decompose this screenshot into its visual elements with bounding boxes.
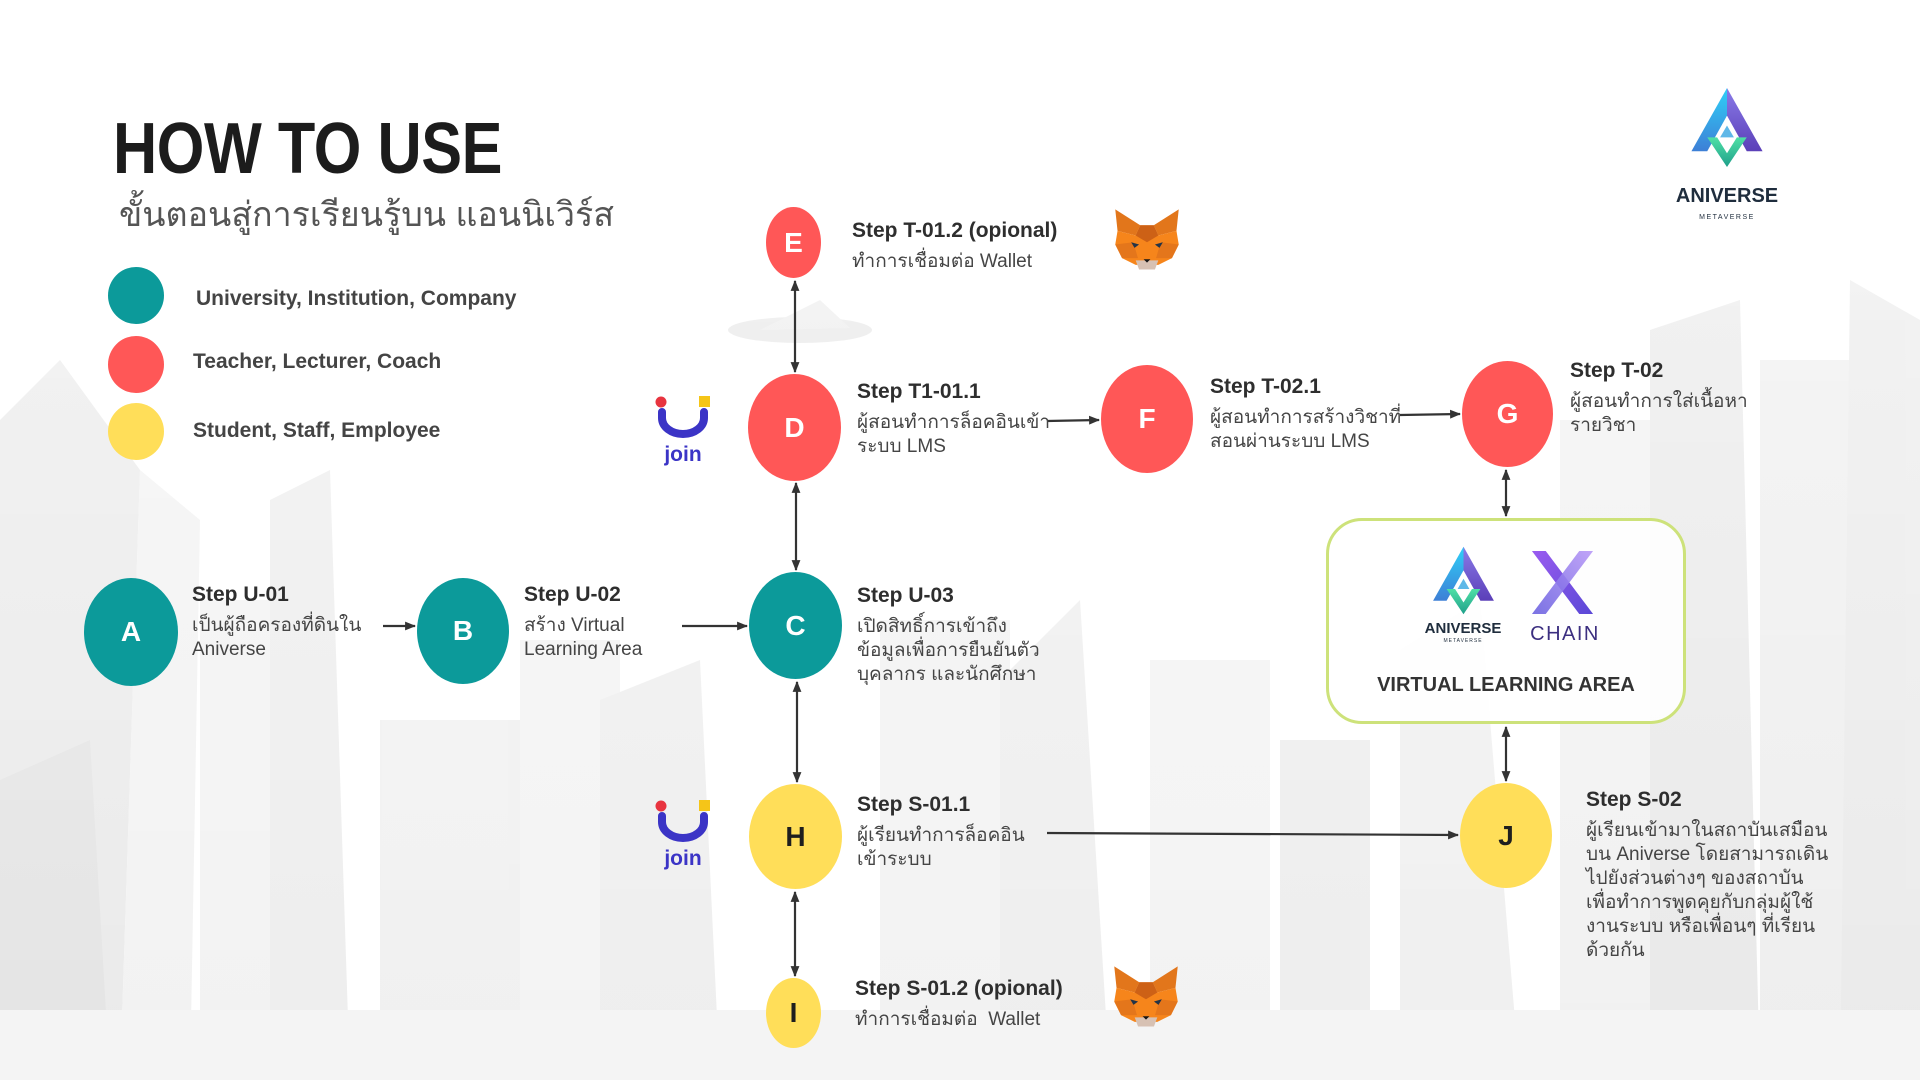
legend-dot-student <box>108 403 164 460</box>
step-description: สร้าง Virtual Learning Area <box>524 614 642 662</box>
metamask-fox-icon <box>1114 966 1178 1027</box>
step-title: Step S-01.2 (opional) <box>855 977 1063 1000</box>
step-description-line: ผู้เรียนทำการล็อคอิน <box>857 825 1025 846</box>
node-b: B <box>417 578 509 684</box>
step-description-line: ผู้สอนทำการใส่เนื้อหา <box>1570 391 1748 412</box>
step-description-line: Learning Area <box>524 639 643 660</box>
join-logo-text: join <box>663 443 701 466</box>
step-t021-label: Step T-02.1 ผู้สอนทำการสร้างวิชาที่ สอนผ… <box>1210 374 1401 454</box>
node-c: C <box>749 572 842 679</box>
step-title: Step U-02 <box>524 583 621 606</box>
step-description-line: ไปยังส่วนต่างๆ ของสถาบัน <box>1586 868 1804 889</box>
step-description-line: ผู้สอนทำการสร้างวิชาที่ <box>1210 407 1402 428</box>
virtual-learning-area-box: ANIVERSE METAVERSE CHAIN VIRTUAL LEARNIN… <box>1326 518 1686 724</box>
step-title: Step T1-01.1 <box>857 380 981 403</box>
node-i: I <box>766 978 821 1048</box>
step-description-line: สอนผ่านระบบ LMS <box>1210 431 1370 452</box>
step-description-line: ผู้สอนทำการล็อคอินเข้า <box>857 412 1051 433</box>
node-h: H <box>749 784 842 889</box>
step-u03-label: Step U-03 เปิดสิทธิ์การเข้าถึง ข้อมูลเพื… <box>857 583 1040 687</box>
step-title: Step U-01 <box>192 583 289 606</box>
step-description-line: ระบบ LMS <box>857 436 946 457</box>
legend-dot-teacher <box>108 336 164 393</box>
node-g: G <box>1462 361 1553 467</box>
step-description-line: เข้าระบบ <box>857 849 932 870</box>
step-description-line: Aniverse <box>192 639 266 660</box>
node-a: A <box>84 578 178 686</box>
step-description: ผู้เรียนทำการล็อคอิน เข้าระบบ <box>857 824 1025 872</box>
step-description: ผู้เรียนเข้ามาในสถาบันเสมือน บน Aniverse… <box>1586 819 1828 963</box>
brand-tagline: METAVERSE <box>1699 214 1755 221</box>
step-u01-label: Step U-01 เป็นผู้ถือครองที่ดินใน Anivers… <box>192 582 361 662</box>
step-description-line: ทำการเชื่อมต่อ Wallet <box>855 1009 1041 1030</box>
step-description-line: บุคลากร และนักศึกษา <box>857 664 1037 685</box>
step-t0102-label: Step T-01.2 (opional) ทำการเชื่อมต่อ Wal… <box>852 218 1057 274</box>
step-description: ผู้สอนทำการใส่เนื้อหา รายวิชา <box>1570 390 1748 438</box>
step-s0102-label: Step S-01.2 (opional) ทำการเชื่อมต่อ Wal… <box>855 976 1063 1032</box>
step-description-line: บน Aniverse โดยสามารถเดิน <box>1586 844 1829 865</box>
step-description: เป็นผู้ถือครองที่ดินใน Aniverse <box>192 614 361 662</box>
legend-label-university: University, Institution, Company <box>196 287 517 310</box>
step-t02-label: Step T-02 ผู้สอนทำการใส่เนื้อหา รายวิชา <box>1570 358 1748 438</box>
step-title: Step S-02 <box>1586 788 1682 811</box>
legend-dot-university <box>108 267 164 324</box>
page-title: HOW TO USE <box>113 109 503 189</box>
step-description-line: ผู้เรียนเข้ามาในสถาบันเสมือน <box>1586 820 1828 841</box>
step-description-line: เปิดสิทธิ์การเข้าถึง <box>857 616 1007 637</box>
node-j: J <box>1460 783 1552 888</box>
step-title: Step T-01.2 (opional) <box>852 219 1058 242</box>
area-chain-name: CHAIN <box>1530 623 1600 645</box>
node-f: F <box>1101 365 1193 473</box>
step-description-line: ทำการเชื่อมต่อ Wallet <box>852 251 1033 272</box>
join-logo-icon: join <box>655 800 710 870</box>
step-description: ทำการเชื่อมต่อ Wallet <box>855 1008 1063 1032</box>
step-title: Step S-01.1 <box>857 793 971 816</box>
node-e: E <box>766 207 821 278</box>
step-s0101-label: Step S-01.1 ผู้เรียนทำการล็อคอิน เข้าระบ… <box>857 792 1025 872</box>
join-logo-icon: join <box>655 396 710 466</box>
legend-label-student: Student, Staff, Employee <box>193 419 441 442</box>
step-description-line: ด้วยกัน <box>1586 940 1645 961</box>
aniverse-logo-icon <box>1691 87 1763 168</box>
step-description-line: ข้อมูลเพื่อการยืนยันตัว <box>857 640 1040 661</box>
step-description: ผู้สอนทำการล็อคอินเข้า ระบบ LMS <box>857 411 1050 459</box>
step-title: Step T-02.1 <box>1210 375 1321 398</box>
step-description-line: เป็นผู้ถือครองที่ดินใน <box>192 615 362 636</box>
step-description-line: รายวิชา <box>1570 415 1637 436</box>
step-description-line: งานระบบ หรือเพื่อนๆ ที่เรียน <box>1586 916 1816 937</box>
step-t0101-label: Step T1-01.1 ผู้สอนทำการล็อคอินเข้า ระบบ… <box>857 379 1050 459</box>
virtual-learning-area-title: VIRTUAL LEARNING AREA <box>1377 674 1635 696</box>
area-aniverse-tagline: METAVERSE <box>1443 638 1483 644</box>
node-d: D <box>748 374 841 481</box>
join-logo-text: join <box>663 847 701 870</box>
brand-name: ANIVERSE <box>1675 185 1779 207</box>
step-u02-label: Step U-02 สร้าง Virtual Learning Area <box>524 582 642 662</box>
step-description: เปิดสิทธิ์การเข้าถึง ข้อมูลเพื่อการยืนยั… <box>857 615 1040 687</box>
step-s02-label: Step S-02 ผู้เรียนเข้ามาในสถาบันเสมือน บ… <box>1586 787 1828 963</box>
step-description-line: เพื่อทำการพูดคุยกับกลุ่มผู้ใช้ <box>1586 892 1814 913</box>
page-subtitle: ขั้นตอนสู่การเรียนรู้บน แอนนิเวิร์ส <box>119 196 615 234</box>
aniverse-logo-icon <box>1433 546 1494 615</box>
area-aniverse-name: ANIVERSE <box>1424 620 1502 637</box>
step-title: Step T-02 <box>1570 359 1664 382</box>
step-description-line: สร้าง Virtual <box>524 615 625 636</box>
step-title: Step U-03 <box>857 584 954 607</box>
metamask-fox-icon <box>1115 209 1179 270</box>
legend-label-teacher: Teacher, Lecturer, Coach <box>193 350 442 373</box>
chain-x-logo-icon <box>1531 550 1594 615</box>
step-description: ผู้สอนทำการสร้างวิชาที่ สอนผ่านระบบ LMS <box>1210 406 1401 454</box>
step-description: ทำการเชื่อมต่อ Wallet <box>852 250 1057 274</box>
